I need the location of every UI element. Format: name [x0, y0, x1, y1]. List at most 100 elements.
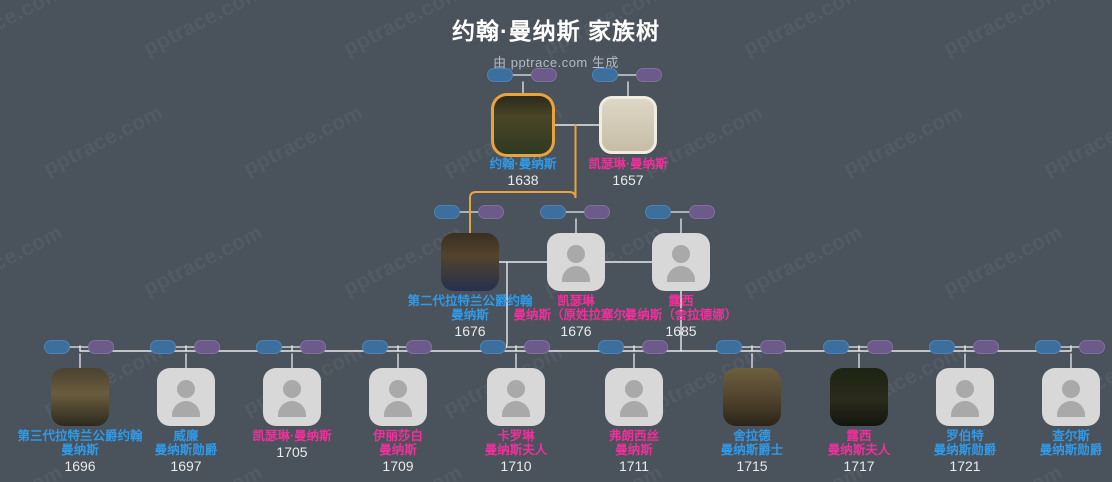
purple-pill-badge[interactable] — [478, 205, 504, 219]
person-name: 曼纳斯 — [61, 443, 99, 457]
person-avatar-placeholder[interactable] — [157, 368, 215, 426]
person-name: 曼纳斯勋爵 — [933, 443, 997, 457]
person-year: 1715 — [736, 458, 768, 474]
person-name: 曼纳斯 — [379, 443, 417, 457]
person-name: 曼纳斯夫人 — [827, 443, 891, 457]
avatar-body-icon — [562, 266, 590, 282]
person-year: 1717 — [843, 458, 875, 474]
purple-pill-badge[interactable] — [973, 340, 999, 354]
blue-pill-badge[interactable] — [645, 205, 671, 219]
person-year: 1711 — [618, 458, 650, 474]
avatar-head-icon — [1062, 380, 1080, 398]
avatar-head-icon — [507, 380, 525, 398]
person-avatar-placeholder[interactable] — [605, 368, 663, 426]
purple-pill-badge[interactable] — [524, 340, 550, 354]
purple-pill-badge[interactable] — [867, 340, 893, 354]
avatar-body-icon — [172, 401, 200, 417]
avatar-head-icon — [956, 380, 974, 398]
avatar-body-icon — [278, 401, 306, 417]
purple-pill-badge[interactable] — [300, 340, 326, 354]
avatar-head-icon — [672, 245, 690, 263]
person-name: 弗朗西丝 — [608, 429, 659, 443]
person-name: 查尔斯 — [1052, 429, 1090, 443]
purple-pill-badge[interactable] — [194, 340, 220, 354]
blue-pill-badge[interactable] — [823, 340, 849, 354]
blue-pill-badge[interactable] — [434, 205, 460, 219]
person-node[interactable]: 凯瑟琳曼纳斯（原姓拉塞尔）1676 — [511, 205, 641, 339]
blue-pill-badge[interactable] — [1035, 340, 1061, 354]
blue-pill-badge[interactable] — [598, 340, 624, 354]
person-node[interactable]: 露西曼纳斯（舍拉德娜）1685 — [616, 205, 746, 339]
avatar-head-icon — [389, 380, 407, 398]
person-node[interactable]: 查尔斯曼纳斯勋爵 — [1006, 340, 1112, 457]
person-name: 曼纳斯（原姓拉塞尔） — [513, 308, 639, 322]
page-subtitle: 由 pptrace.com 生成 — [493, 55, 619, 70]
blue-pill-badge[interactable] — [716, 340, 742, 354]
avatar-body-icon — [502, 401, 530, 417]
person-portrait[interactable] — [494, 96, 552, 154]
blue-pill-badge[interactable] — [480, 340, 506, 354]
person-name: 第三代拉特兰公爵约翰 — [17, 429, 143, 443]
person-portrait[interactable] — [441, 233, 499, 291]
person-name: 曼纳斯勋爵 — [1039, 443, 1103, 457]
person-year: 1676 — [560, 323, 592, 339]
blue-pill-badge[interactable] — [362, 340, 388, 354]
person-portrait[interactable] — [51, 368, 109, 426]
person-year: 1705 — [276, 444, 308, 460]
person-avatar-placeholder[interactable] — [487, 368, 545, 426]
badge-group — [616, 205, 746, 221]
avatar-body-icon — [620, 401, 648, 417]
person-name: 曼纳斯爵士 — [720, 443, 784, 457]
purple-pill-badge[interactable] — [406, 340, 432, 354]
person-portrait[interactable] — [723, 368, 781, 426]
person-name: 舍拉德 — [733, 429, 771, 443]
person-name: 罗伯特 — [946, 429, 984, 443]
badge-group — [451, 340, 581, 356]
avatar-body-icon — [1057, 401, 1085, 417]
person-year: 1721 — [949, 458, 981, 474]
avatar-head-icon — [177, 380, 195, 398]
purple-pill-badge[interactable] — [88, 340, 114, 354]
person-name: 曼纳斯（舍拉德娜） — [624, 308, 738, 322]
purple-pill-badge[interactable] — [689, 205, 715, 219]
person-year: 1685 — [665, 323, 697, 339]
chart-header: 约翰·曼纳斯 家族树 由 pptrace.com 生成 — [0, 0, 1112, 71]
blue-pill-badge[interactable] — [256, 340, 282, 354]
avatar-head-icon — [283, 380, 301, 398]
person-avatar-placeholder[interactable] — [936, 368, 994, 426]
person-year: 1657 — [612, 172, 644, 188]
person-avatar-placeholder[interactable] — [1042, 368, 1100, 426]
blue-pill-badge[interactable] — [150, 340, 176, 354]
person-year: 1676 — [454, 323, 486, 339]
avatar-body-icon — [384, 401, 412, 417]
avatar-body-icon — [667, 266, 695, 282]
badge-group — [333, 340, 463, 356]
avatar-head-icon — [567, 245, 585, 263]
blue-pill-badge[interactable] — [540, 205, 566, 219]
person-year: 1709 — [382, 458, 414, 474]
person-avatar-placeholder[interactable] — [547, 233, 605, 291]
blue-pill-badge[interactable] — [929, 340, 955, 354]
person-name: 露西 — [846, 429, 872, 443]
person-avatar-placeholder[interactable] — [263, 368, 321, 426]
purple-pill-badge[interactable] — [1079, 340, 1105, 354]
person-name: 曼纳斯 — [451, 308, 489, 322]
person-name: 凯瑟琳 — [557, 294, 595, 308]
purple-pill-badge[interactable] — [584, 205, 610, 219]
person-avatar-placeholder[interactable] — [652, 233, 710, 291]
purple-pill-badge[interactable] — [760, 340, 786, 354]
blue-pill-badge[interactable] — [44, 340, 70, 354]
person-portrait[interactable] — [599, 96, 657, 154]
person-portrait[interactable] — [830, 368, 888, 426]
person-name: 威廉 — [173, 429, 199, 443]
purple-pill-badge[interactable] — [642, 340, 668, 354]
person-avatar-placeholder[interactable] — [369, 368, 427, 426]
person-year: 1696 — [64, 458, 96, 474]
